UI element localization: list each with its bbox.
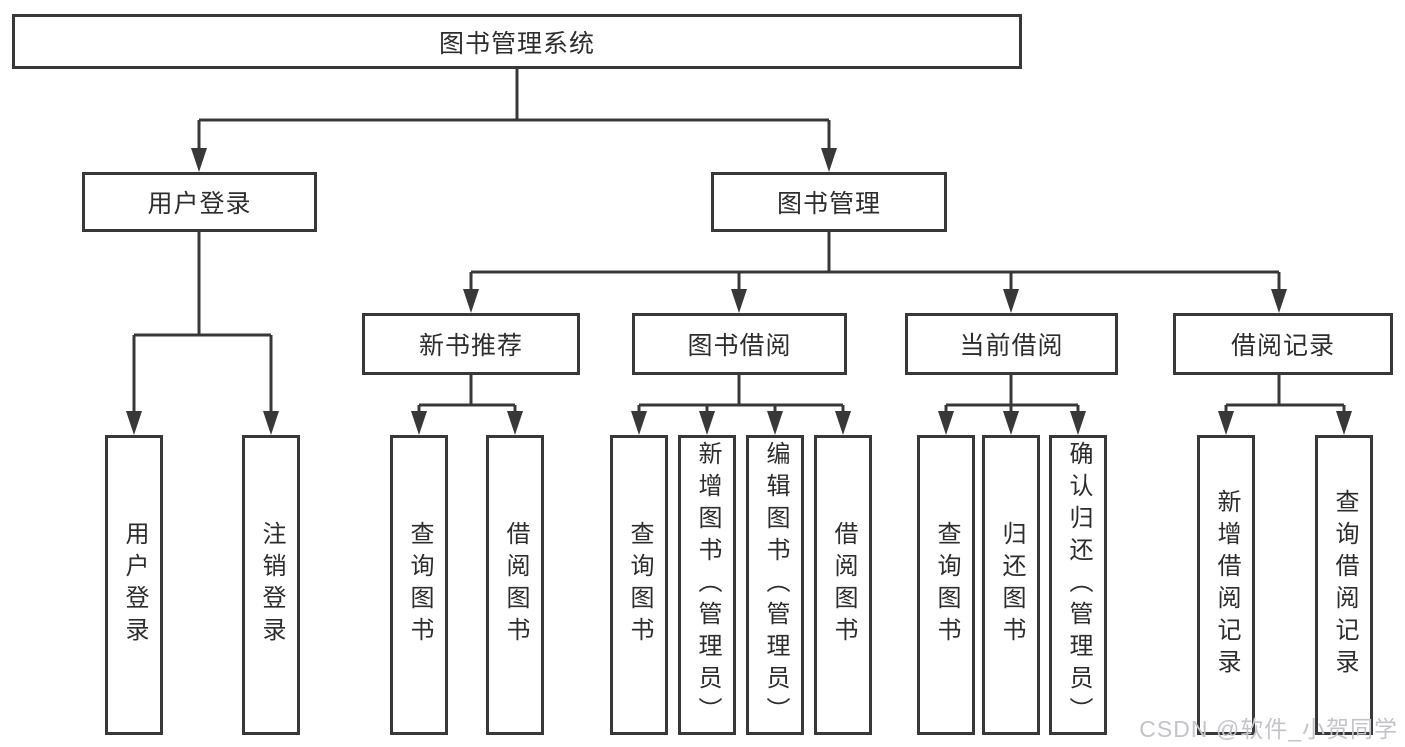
leaf-label: 新增图书（管理员） (694, 441, 721, 729)
node-book-borrowing: 图书借阅 (632, 313, 847, 375)
arrowhead (411, 411, 427, 435)
arrowhead (1003, 411, 1019, 435)
arrowhead (821, 148, 837, 172)
arrowhead (1336, 411, 1352, 435)
connector-new-books-branch (417, 375, 517, 415)
leaf-edit-book-admin: 编辑图书（管理员） (746, 435, 804, 735)
arrowhead (507, 411, 523, 435)
leaf-label: 用户登录 (121, 521, 148, 649)
leaf-label: 归还图书 (998, 521, 1025, 649)
leaf-label: 确认归还（管理员） (1065, 441, 1092, 729)
arrowhead (1218, 411, 1234, 435)
leaf-label: 查询图书 (626, 521, 653, 649)
connector-records-branch (1224, 375, 1346, 415)
connector-borrowing-branch (637, 375, 845, 415)
arrowhead (1271, 289, 1287, 313)
connector-root-to-level2 (197, 68, 831, 152)
arrowhead (1003, 289, 1019, 313)
leaf-add-borrow-record: 新增借阅记录 (1197, 435, 1255, 735)
arrowhead (938, 411, 954, 435)
leaf-add-book-admin: 新增图书（管理员） (678, 435, 736, 735)
leaf-label: 新增借阅记录 (1213, 489, 1240, 681)
arrowhead (191, 148, 207, 172)
arrowhead (767, 411, 783, 435)
node-borrowing-records: 借阅记录 (1173, 313, 1393, 375)
csdn-watermark: CSDN @软件_小贺同学 (1139, 716, 1398, 742)
connector-book-mgmt-to-level3 (469, 232, 1281, 293)
leaf-borrow-books-2: 借阅图书 (814, 435, 872, 735)
leaf-confirm-return-admin: 确认归还（管理员） (1049, 435, 1107, 735)
arrowhead (835, 411, 851, 435)
leaf-label: 借阅图书 (502, 521, 529, 649)
arrowhead (631, 411, 647, 435)
node-book-management: 图书管理 (711, 172, 947, 232)
node-current-borrowing: 当前借阅 (905, 313, 1118, 375)
arrowhead (731, 289, 747, 313)
arrowhead (463, 289, 479, 313)
leaf-query-books-3: 查询图书 (917, 435, 975, 735)
arrowhead (263, 411, 279, 435)
leaf-label: 借阅图书 (830, 521, 857, 649)
leaf-query-borrow-record: 查询借阅记录 (1315, 435, 1373, 735)
arrowhead (1070, 411, 1086, 435)
leaf-label: 查询图书 (933, 521, 960, 649)
node-user-login: 用户登录 (82, 172, 317, 232)
arrowhead (699, 411, 715, 435)
leaf-query-books-1: 查询图书 (390, 435, 448, 735)
leaf-label: 查询图书 (406, 521, 433, 649)
leaf-query-books-2: 查询图书 (610, 435, 668, 735)
node-new-book-recommend: 新书推荐 (362, 313, 580, 375)
arrowhead (126, 411, 142, 435)
leaf-label: 查询借阅记录 (1331, 489, 1358, 681)
leaf-label: 注销登录 (258, 521, 285, 649)
connector-user-login-branch (132, 232, 273, 415)
leaf-return-books: 归还图书 (982, 435, 1040, 735)
node-root-title: 图书管理系统 (12, 14, 1022, 69)
leaf-borrow-books-1: 借阅图书 (486, 435, 544, 735)
leaf-label: 编辑图书（管理员） (762, 441, 789, 729)
leaf-user-login: 用户登录 (105, 435, 163, 735)
leaf-logout: 注销登录 (242, 435, 300, 735)
connector-current-branch (944, 375, 1080, 415)
